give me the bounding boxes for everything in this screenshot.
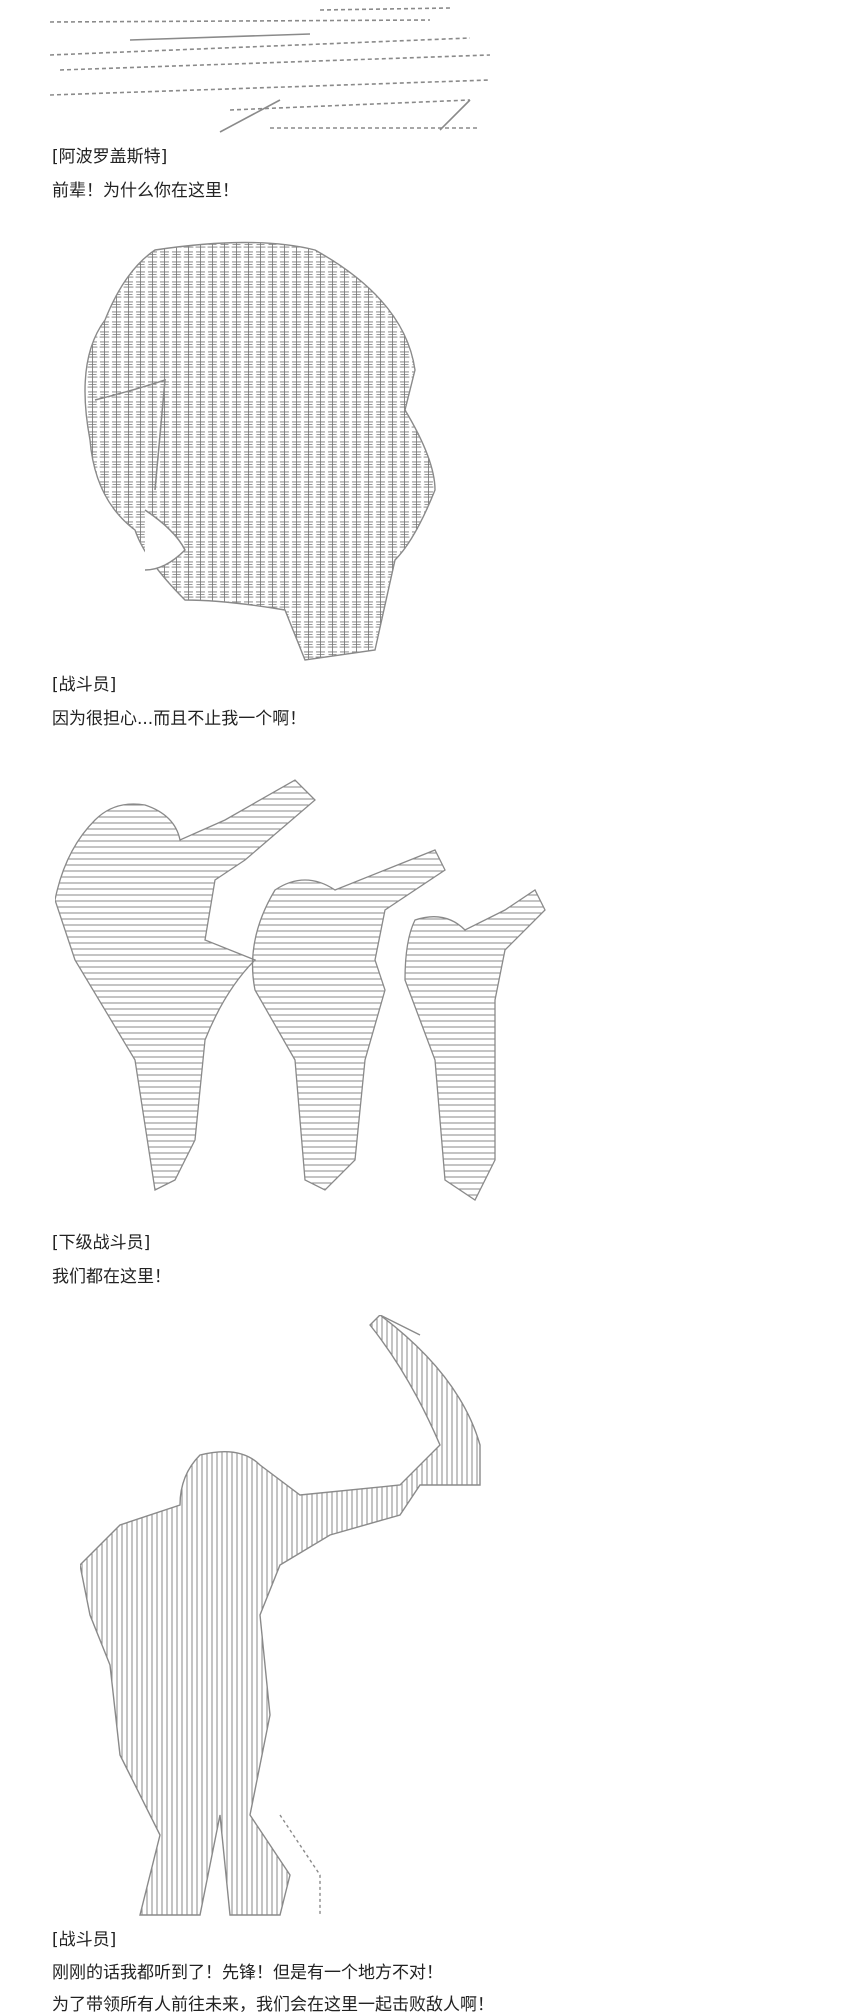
ascii-art-tilted-head: 丰 — [75, 240, 475, 670]
dialogue-line: 为了带领所有人前往未来，我们会在这里一起击败敌人啊！ — [52, 1995, 494, 2015]
ascii-art-road-scene — [50, 0, 490, 135]
speaker-name: [战斗员] — [52, 1930, 117, 1950]
dialogue-line: 我们都在这里！ — [52, 1267, 171, 1287]
speaker-name: [下级战斗员] — [52, 1233, 151, 1253]
ascii-art-figure-raising-fist — [80, 1315, 520, 1925]
ascii-art-three-raised-arms — [55, 760, 555, 1230]
dialogue-line: 因为很担心...而且不止我一个啊！ — [52, 709, 307, 729]
speaker-name: [战斗员] — [52, 675, 117, 695]
speaker-name: [阿波罗盖斯特] — [52, 147, 168, 167]
dialogue-line: 前辈！为什么你在这里！ — [52, 181, 239, 201]
dialogue-line: 刚刚的话我都听到了！先锋！但是有一个地方不对！ — [52, 1963, 443, 1983]
